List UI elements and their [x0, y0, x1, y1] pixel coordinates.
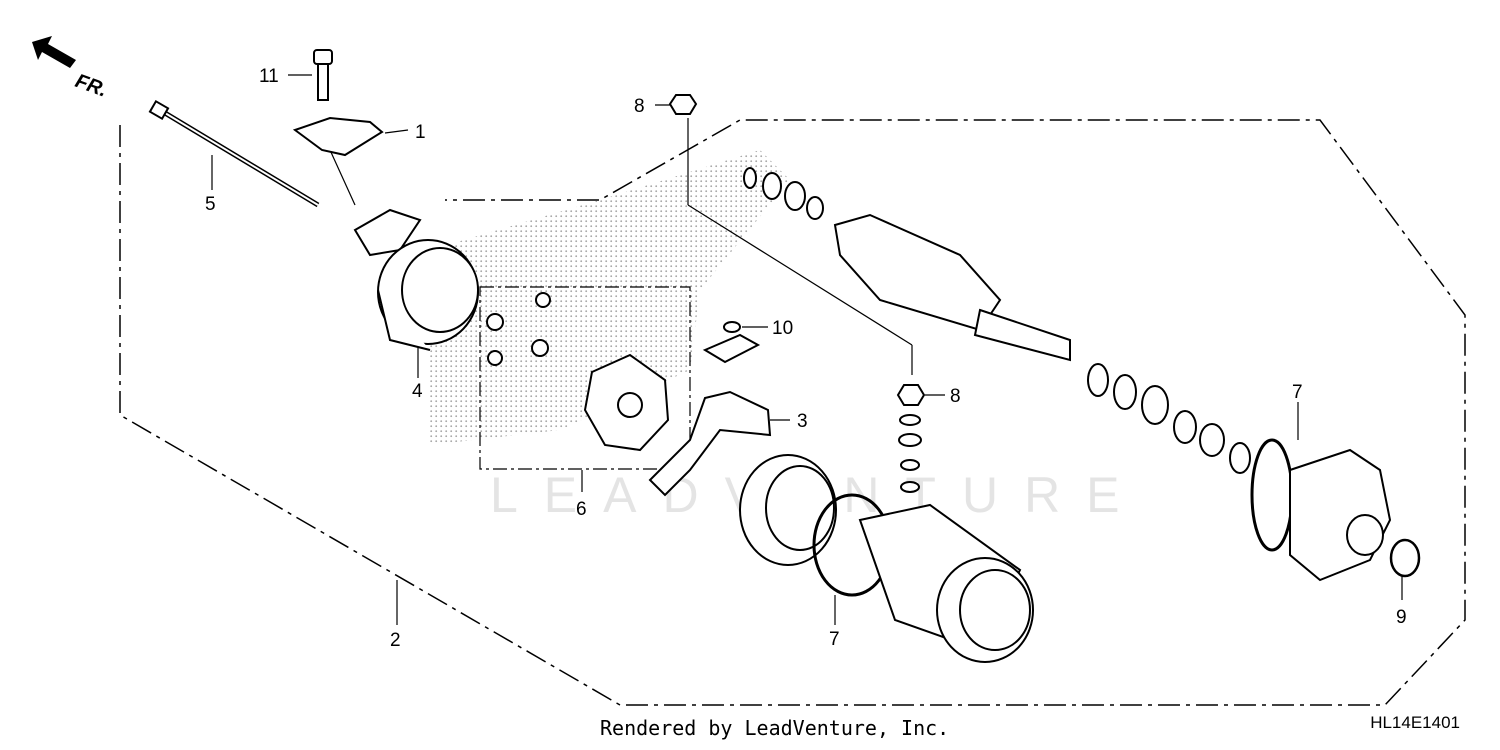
nut-8-middle	[896, 384, 926, 493]
callout-6: 6	[576, 499, 587, 520]
callout-9: 9	[1396, 607, 1407, 628]
svg-text:FR.: FR.	[72, 70, 110, 102]
motor-yoke	[858, 503, 1034, 663]
through-bolt-5	[148, 99, 320, 208]
callout-1: 1	[415, 122, 426, 143]
callout-2: 2	[390, 630, 401, 651]
o-ring-9	[1389, 538, 1421, 578]
diagram-code: HL14E1401	[1370, 713, 1460, 732]
o-ring-7-right	[1250, 438, 1294, 552]
rear-cover-4	[353, 208, 479, 351]
callout-4: 4	[412, 381, 423, 402]
callout-3: 3	[797, 411, 808, 432]
callout-11: 11	[259, 66, 279, 87]
bracket-1	[292, 116, 384, 157]
bearings-right	[1087, 363, 1251, 474]
callout-7-right: 7	[1292, 382, 1303, 403]
callout-labels: 11 1 5 4 8 10 8 3 6 2 7 7 9	[205, 66, 1407, 651]
bolt-11	[313, 49, 333, 101]
front-cover	[1289, 448, 1392, 582]
thrust-washers-top	[743, 167, 824, 220]
brush-holder-group-box	[479, 286, 691, 470]
nut-8-top	[668, 94, 698, 115]
front-direction-arrow-icon: FR.	[32, 36, 110, 102]
brush-assembly-3	[648, 333, 772, 497]
callout-5: 5	[205, 194, 216, 215]
callout-8-top: 8	[634, 96, 645, 117]
callout-8-middle: 8	[950, 386, 961, 407]
armature	[833, 213, 1071, 362]
brush-holder-6	[486, 292, 670, 452]
callout-10: 10	[772, 318, 793, 339]
brush-plate	[739, 454, 837, 566]
callout-7-left: 7	[829, 629, 840, 650]
assembly-boundary	[119, 119, 1466, 706]
washer-10	[723, 321, 741, 333]
shadow-band	[430, 150, 790, 445]
leader-lines	[211, 74, 1403, 625]
rendered-by-footer: Rendered by LeadVenture, Inc.	[600, 716, 950, 740]
